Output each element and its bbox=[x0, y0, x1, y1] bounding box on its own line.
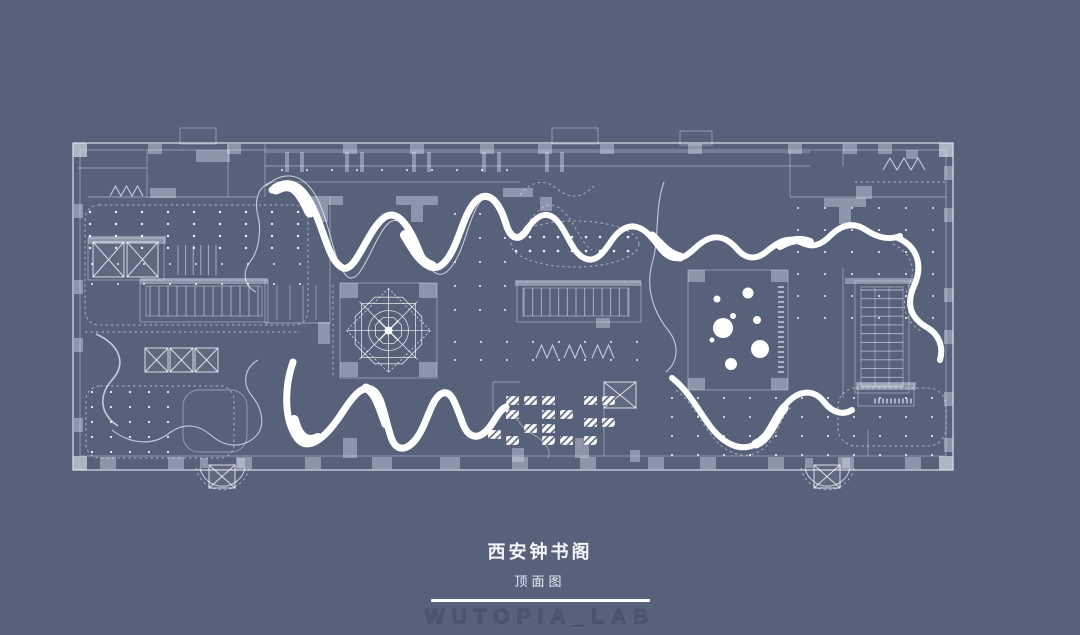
entrance-vestibules bbox=[208, 464, 841, 489]
inner-wall bbox=[79, 149, 947, 457]
stair-treads bbox=[149, 245, 903, 387]
studio-watermark: WUTOPIA_LAB bbox=[424, 606, 656, 630]
interior-walls bbox=[78, 144, 947, 456]
outer-wall bbox=[72, 142, 954, 471]
ribbon-band-right-meander bbox=[525, 211, 903, 263]
dot-grid-left-upper bbox=[88, 210, 300, 250]
caption-block: 西安钟书阁 顶面图 WUTOPIA_LAB bbox=[0, 538, 1080, 630]
caption-divider bbox=[430, 599, 650, 602]
drawing-type-label: 顶面图 bbox=[514, 574, 566, 589]
ribbon-band-far-right bbox=[895, 235, 945, 363]
dot-grid-left-mid bbox=[91, 263, 301, 285]
ceiling-plan bbox=[72, 127, 954, 491]
dot-grid-center-low bbox=[454, 341, 638, 361]
dot-grid-right-upper bbox=[797, 207, 934, 319]
dashed-ribbon-companions bbox=[519, 181, 923, 456]
project-title: 西安钟书阁 bbox=[487, 542, 593, 562]
dot-grid-left-lower bbox=[90, 390, 170, 454]
corner-columns bbox=[73, 143, 953, 470]
sawtooth-elements bbox=[109, 156, 926, 487]
round-skylights bbox=[709, 287, 769, 370]
ceiling-plan-svg bbox=[72, 127, 954, 491]
dashed-ceiling-edges bbox=[84, 181, 947, 491]
hatched-tiles bbox=[487, 395, 616, 446]
elevator-shafts bbox=[92, 241, 637, 409]
mandala-ceiling-feature bbox=[345, 287, 432, 374]
dot-grid-top-strip bbox=[281, 169, 508, 171]
thin-ceiling-curves bbox=[95, 175, 677, 459]
ribbon-band-bottom-right bbox=[669, 375, 855, 451]
ribbon-band-central-wave bbox=[268, 180, 532, 272]
column-stubs bbox=[74, 144, 953, 469]
ribbon-band-bottom-left bbox=[283, 358, 510, 452]
